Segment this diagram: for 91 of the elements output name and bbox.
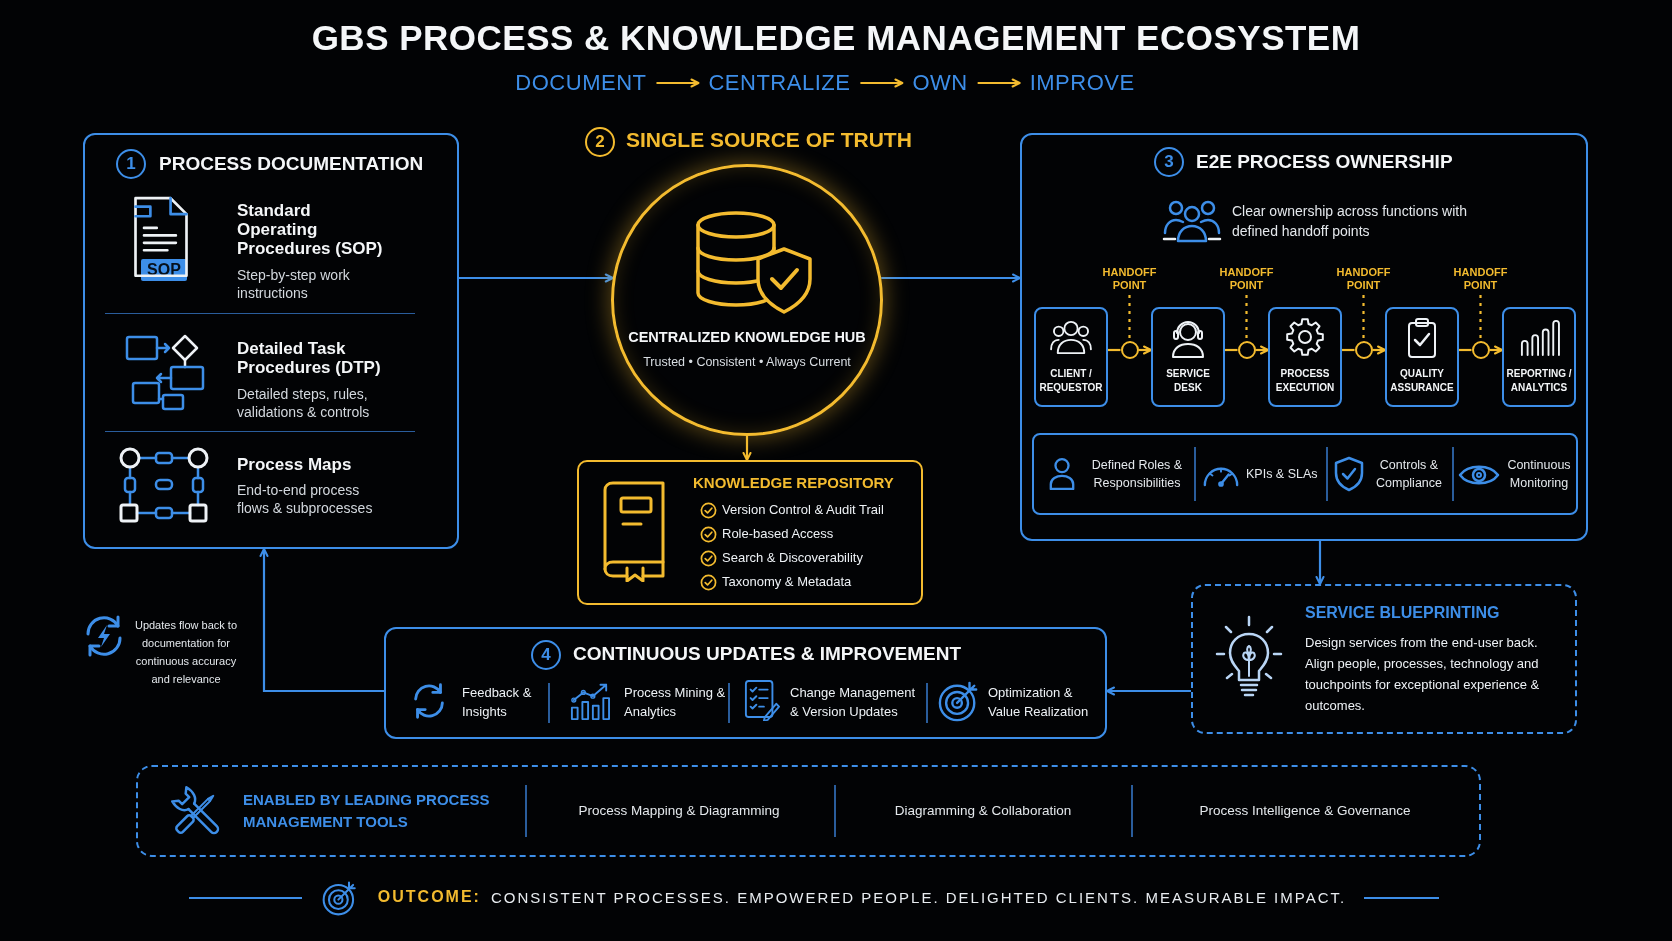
item-label: Feedback & Insights	[462, 684, 533, 721]
section-panel	[384, 627, 1107, 739]
step-number: 2	[585, 127, 615, 157]
arrow	[1489, 345, 1503, 355]
arrow	[742, 436, 752, 461]
step-number: 1	[116, 149, 146, 179]
repository-panel	[577, 460, 923, 605]
description: Design services from the end-user back. Align people, processes, technology and touchpoints for exceptional experience & outcomes.	[1305, 634, 1541, 715]
handoff-label: HANDOFF POINT	[1100, 266, 1159, 292]
flow-step-label: DOCUMENT	[515, 70, 647, 96]
leader-line	[1362, 295, 1365, 341]
tool-description: Diagramming & Collaboration	[894, 803, 1072, 818]
arrow	[1106, 686, 1191, 696]
hub-title: CENTRALIZED KNOWLEDGE HUB	[628, 329, 866, 345]
arrow	[1315, 541, 1325, 585]
arrow	[977, 78, 1021, 88]
leader-line	[1128, 295, 1131, 341]
section-heading: CONTINUOUS UPDATES & IMPROVEMENT	[573, 643, 962, 665]
connector-line	[1225, 348, 1238, 352]
section-heading: PROCESS DOCUMENTATION	[159, 153, 424, 175]
handoff-label: HANDOFF POINT	[1217, 266, 1276, 292]
tools-panel	[136, 765, 1481, 857]
description: Clear ownership across functions with defined handoff points	[1232, 202, 1468, 241]
handoff-label: HANDOFF POINT	[1334, 266, 1393, 292]
capability-label: KPIs & SLAs	[1246, 466, 1318, 483]
arrow	[860, 78, 904, 88]
step-label: PROCESS EXECUTION	[1274, 367, 1336, 395]
arrow	[1138, 345, 1152, 355]
item-label: Optimization & Value Realization	[988, 684, 1090, 721]
arrow	[259, 548, 384, 693]
section-heading: SERVICE BLUEPRINTING	[1305, 604, 1500, 622]
leader-line	[1479, 295, 1482, 341]
arrow	[459, 273, 614, 283]
handoff-marker	[1471, 341, 1490, 359]
section-heading: SINGLE SOURCE OF TRUTH	[626, 128, 912, 152]
handoff-label: HANDOFF POINT	[1451, 266, 1510, 292]
hub-circle	[611, 164, 883, 436]
handoff-marker	[1237, 341, 1256, 359]
outcome-statement: CONSISTENT PROCESSES. EMPOWERED PEOPLE. DELIGHTED CLIENTS. MEASURABLE IMPACT.	[490, 889, 1347, 906]
item-description: End-to-end process flows & subprocesses	[237, 481, 374, 517]
step-label: QUALITY ASSURANCE	[1389, 367, 1455, 395]
item-label: Change Management & Version Updates	[790, 684, 917, 721]
page-title: GBS PROCESS & KNOWLEDGE MANAGEMENT ECOSYSTEM	[311, 18, 1361, 58]
tool-description: Process Mapping & Diagramming	[578, 803, 780, 818]
connector-line	[1459, 348, 1472, 352]
outcome-label: OUTCOME:	[377, 888, 481, 906]
handoff-marker	[1354, 341, 1373, 359]
leader-line	[1245, 295, 1248, 341]
process-step-card	[1034, 307, 1108, 407]
flow-step-label: IMPROVE	[1029, 70, 1135, 96]
item-description: Step-by-step work instructions	[237, 266, 351, 302]
capability-label: Continuous Monitoring	[1506, 457, 1572, 492]
flow-step-label: CENTRALIZE	[708, 70, 851, 96]
arrow	[1255, 345, 1269, 355]
process-step-card	[1268, 307, 1342, 407]
item-title: Process Maps	[237, 455, 353, 474]
connector-line	[1108, 348, 1121, 352]
step-number: 4	[531, 640, 561, 670]
tools-heading: ENABLED BY LEADING PROCESS MANAGEMENT TOOLS	[243, 790, 491, 832]
item-title: Detailed Task Procedures (DTP)	[237, 339, 382, 377]
item-description: Detailed steps, rules, validations & controls	[237, 385, 371, 421]
step-label: CLIENT / REQUESTOR	[1038, 367, 1104, 395]
step-label: SERVICE DESK	[1165, 367, 1211, 395]
list-item: Search & Discoverability	[722, 549, 863, 567]
arrow	[656, 78, 700, 88]
arrow	[1372, 345, 1386, 355]
connector-line	[1342, 348, 1355, 352]
item-label: Process Mining & Analytics	[624, 684, 726, 721]
step-label: REPORTING / ANALYTICS	[1505, 367, 1573, 395]
list-item: Version Control & Audit Trail	[722, 501, 884, 519]
capability-label: Controls & Compliance	[1375, 457, 1443, 492]
section-panel	[83, 133, 459, 549]
process-step-card	[1385, 307, 1459, 407]
list-item: Role-based Access	[722, 525, 834, 543]
hub-tagline: Trusted • Consistent • Always Current	[643, 355, 851, 369]
capability-strip	[1032, 433, 1578, 515]
item-title: Standard Operating Procedures (SOP)	[237, 201, 384, 258]
tool-description: Process Intelligence & Governance	[1199, 803, 1411, 818]
arrow	[881, 273, 1021, 283]
flow-step-label: OWN	[912, 70, 968, 96]
step-number: 3	[1154, 147, 1184, 177]
note-text: Updates flow back to documentation for continuous accuracy and relevance	[133, 618, 239, 687]
list-item: Taxonomy & Metadata	[722, 573, 852, 591]
repository-heading: KNOWLEDGE REPOSITORY	[693, 474, 894, 491]
handoff-marker	[1120, 341, 1139, 359]
process-step-card	[1502, 307, 1576, 407]
process-step-card	[1151, 307, 1225, 407]
section-panel	[1020, 133, 1588, 541]
capability-label: Defined Roles & Responsibilities	[1090, 457, 1184, 492]
section-heading: E2E PROCESS OWNERSHIP	[1196, 151, 1453, 173]
blueprint-panel	[1191, 584, 1577, 734]
